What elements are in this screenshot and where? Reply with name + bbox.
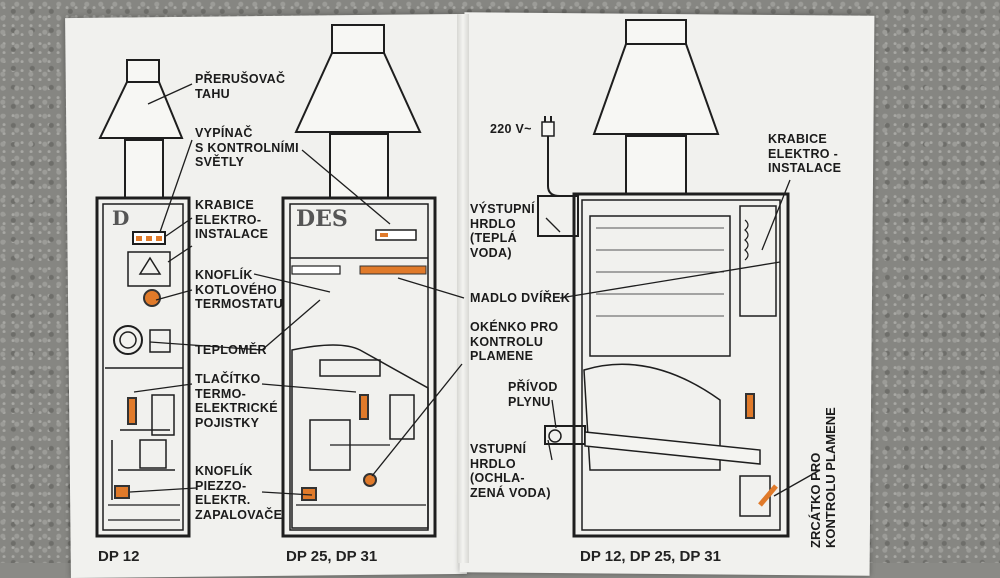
right-boiler-body (537, 116, 790, 538)
label-zrcatko: ZRCÁTKO PRO KONTROLU PLAMENE (808, 407, 838, 548)
book-gutter (457, 14, 469, 563)
label-vypinac: VYPÍNAČ S KONTROLNÍMI SVĚTLY (195, 126, 299, 169)
leader-lines (129, 83, 821, 497)
label-knoflik-termostatu: KNOFLÍK KOTLOVÉHO TERMOSTATU (195, 268, 283, 311)
boiler-diagrams (95, 19, 821, 538)
label-knoflik-zapalovace: KNOFLÍK PIEZZO- ELEKTR. ZAPALOVAČE (195, 464, 283, 522)
label-privod-plynu: PŘÍVOD PLYNU (508, 380, 558, 409)
caption-left-model: DP 12 (98, 548, 140, 565)
label-krabice-elektroinstalace-right: KRABICE ELEKTRO - INSTALACE (768, 132, 842, 175)
right-draft-diverter (592, 19, 720, 195)
caption-middle-model: DP 25, DP 31 (286, 548, 378, 565)
label-prerusovac-tahu: PŘERUŠOVAČ TAHU (195, 72, 286, 101)
label-okenko-plamene: OKÉNKO PRO KONTROLU PLAMENE (470, 320, 559, 363)
label-voltage: 220 V~ (490, 122, 532, 136)
middle-draft-diverter (294, 24, 422, 199)
label-madlo-dvirek: MADLO DVÍŘEK (470, 291, 571, 305)
caption-right-model: DP 12, DP 25, DP 31 (580, 548, 721, 565)
brand-logo-left: D (112, 206, 130, 230)
label-vystupni-hrdlo: VÝSTUPNÍ HRDLO (TEPLÁ VODA) (470, 202, 535, 260)
brand-logo-middle: DES (296, 206, 348, 232)
label-teplomer: TEPLOMĚR (195, 343, 267, 357)
left-boiler-body (95, 196, 191, 538)
middle-boiler-body (281, 196, 437, 538)
label-krabice-elektroinstalace-left: KRABICE ELEKTRO- INSTALACE (195, 198, 269, 241)
left-draft-diverter (98, 59, 184, 199)
label-vstupni-hrdlo: VSTUPNÍ HRDLO (OCHLA- ZENÁ VODA) (470, 442, 551, 500)
label-tlacitko-pojistky: TLAČÍTKO TERMO- ELEKTRICKÉ POJISTKY (195, 372, 278, 430)
